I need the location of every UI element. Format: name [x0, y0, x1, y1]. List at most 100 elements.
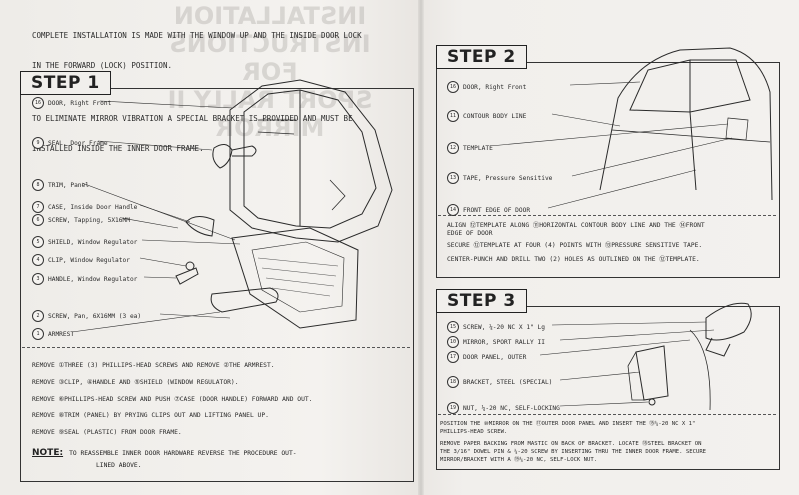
part-label: SCREW, Pan, 6X16MM (3 ea) — [48, 313, 142, 320]
step2-divider — [438, 215, 776, 216]
step2-part-11: 11 CONTOUR BODY LINE — [447, 110, 526, 122]
step1-instruction: REMOVE ⑧TRIM (PANEL) BY PRYING CLIPS OUT… — [32, 412, 269, 419]
callout-number: 13 — [447, 172, 459, 184]
step1-part-8: 8 TRIM, Panel — [32, 179, 89, 191]
step3-instruction: POSITION THE ⑩MIRROR ON THE ⑰OUTER DOOR … — [440, 421, 696, 427]
note-label: NOTE: — [32, 448, 64, 458]
step3-leader-lines — [539, 321, 715, 407]
part-label: CASE, Inside Door Handle — [48, 204, 138, 211]
step1-part-9: 9 SEAL, Door Frame — [32, 137, 108, 149]
step1-handle-illustration — [175, 216, 215, 285]
step1-part-2: 2 SCREW, Pan, 6X16MM (3 ea) — [32, 310, 141, 322]
callout-number: 19 — [447, 402, 459, 414]
step2-part-13: 13 TAPE, Pressure Sensitive — [447, 172, 552, 184]
step3-instruction: MIRROR/BRACKET WITH A ⑲¼-20 NC, SELF-LOC… — [440, 457, 598, 463]
step1-box — [20, 88, 414, 482]
step1-part-16: 16 DOOR, Right Front — [32, 97, 111, 109]
step1-leader-lines — [71, 100, 241, 333]
callout-number: 16 — [447, 81, 459, 93]
callout-number: 2 — [32, 310, 44, 322]
callout-number: 16 — [32, 97, 44, 109]
step2-part-12: 12 TEMPLATE — [447, 142, 493, 154]
callout-number: 9 — [32, 137, 44, 149]
callout-number: 4 — [32, 254, 44, 266]
step1-part-4: 4 CLIP, Window Regulator — [32, 254, 130, 266]
part-label: BRACKET, STEEL (SPECIAL) — [463, 379, 553, 386]
step1-instruction: REMOVE ⑥PHILLIPS-HEAD SCREW AND PUSH ⑦CA… — [32, 396, 313, 403]
step2-part-14: 14 FRONT EDGE OF DOOR — [447, 204, 530, 216]
part-label: DOOR, Right Front — [48, 100, 112, 107]
intro-line: TO ELIMINATE MIRROR VIBRATION A SPECIAL … — [32, 114, 353, 123]
step2-door-illustration — [599, 47, 773, 201]
step2-leader-lines — [489, 81, 733, 209]
part-label: MIRROR, SPORT RALLY II — [463, 339, 545, 346]
step3-instruction: PHILLIPS-HEAD SCREW. — [440, 429, 508, 435]
step1-instruction: REMOVE ③CLIP, ④HANDLE AND ⑤SHIELD (WINDO… — [32, 379, 239, 386]
part-label: DOOR PANEL, OUTER — [463, 354, 527, 361]
step3-title: STEP 3 — [436, 289, 527, 313]
callout-number: 17 — [447, 351, 459, 363]
part-label: SHIELD, Window Regulator — [48, 239, 138, 246]
step2-instruction: ALIGN ⑫TEMPLATE ALONG ⑪HORIZONTAL CONTOU… — [447, 222, 705, 229]
callout-number: 12 — [447, 142, 459, 154]
step3-bracket-illustration — [627, 329, 711, 411]
step1-part-7: 7 CASE, Inside Door Handle — [32, 201, 137, 213]
step2-box — [436, 62, 780, 278]
intro-text: COMPLETE INSTALLATION IS MADE WITH THE W… — [32, 11, 362, 174]
step1-part-6: 6 SCREW, Tapping, 5X16MM — [32, 214, 130, 226]
part-label: TEMPLATE — [463, 145, 493, 152]
step2-instruction: EDGE OF DOOR — [447, 230, 493, 237]
step3-part-15: 15 SCREW, ¼-20 NC X 1" Lg — [447, 321, 545, 333]
step2-part-16: 16 DOOR, Right Front — [447, 81, 526, 93]
step2-instruction: CENTER-PUNCH AND DRILL TWO (2) HOLES AS … — [447, 256, 700, 263]
part-label: SCREW, Tapping, 5X16MM — [48, 217, 130, 224]
step1-instruction: REMOVE ①THREE (3) PHILLIPS-HEAD SCREWS A… — [32, 362, 275, 369]
step2-title: STEP 2 — [436, 45, 527, 69]
step1-seal-illustration — [212, 144, 257, 169]
callout-number: 10 — [447, 336, 459, 348]
callout-number: 7 — [32, 201, 44, 213]
step1-part-3: 3 HANDLE, Window Regulator — [32, 273, 137, 285]
part-label: HANDLE, Window Regulator — [48, 276, 138, 283]
step1-trim-panel-illustration — [231, 227, 359, 329]
part-label: CONTOUR BODY LINE — [463, 113, 527, 120]
step1-armrest-illustration — [210, 287, 279, 313]
intro-line: IN THE FORWARD (LOCK) POSITION. — [32, 61, 172, 70]
step3-part-18: 18 BRACKET, STEEL (SPECIAL) — [447, 376, 552, 388]
part-label: TAPE, Pressure Sensitive — [463, 175, 553, 182]
step1-door-illustration — [229, 79, 393, 243]
step1-divider — [22, 347, 410, 348]
step1-part-5: 5 SHIELD, Window Regulator — [32, 236, 137, 248]
step1-title: STEP 1 — [20, 71, 111, 95]
step1-note-cont: LINED ABOVE. — [96, 462, 142, 469]
callout-number: 3 — [32, 273, 44, 285]
callout-number: 8 — [32, 179, 44, 191]
step3-part-19: 19 NUT, ¼-20 NC, SELF-LOCKING — [447, 402, 560, 414]
step3-instruction: REMOVE PAPER BACKING FROM MASTIC ON BACK… — [440, 441, 702, 447]
callout-number: 15 — [447, 321, 459, 333]
step3-box — [436, 306, 780, 470]
step1-part-1: 1 ARMREST — [32, 328, 74, 340]
part-label: CLIP, Window Regulator — [48, 257, 130, 264]
part-label: DOOR, Right Front — [463, 84, 527, 91]
callout-number: 5 — [32, 236, 44, 248]
part-label: TRIM, Panel — [48, 182, 89, 189]
step3-divider — [438, 414, 776, 415]
step1-instruction: REMOVE ⑨SEAL (PLASTIC) FROM DOOR FRAME. — [32, 429, 182, 436]
part-label: SEAL, Door Frame — [48, 140, 108, 147]
note-text: TO REASSEMBLE INNER DOOR HARDWARE REVERS… — [69, 450, 297, 457]
callout-number: 14 — [447, 204, 459, 216]
part-label: FRONT EDGE OF DOOR — [463, 207, 531, 214]
part-label: SCREW, ¼-20 NC X 1" Lg — [463, 324, 545, 331]
step3-part-17: 17 DOOR PANEL, OUTER — [447, 351, 526, 363]
callout-number: 1 — [32, 328, 44, 340]
step3-instruction: THE 3/16" DOWEL PIN & ¼-20 SCREW BY INSE… — [440, 449, 707, 455]
step3-part-10: 10 MIRROR, SPORT RALLY II — [447, 336, 545, 348]
callout-number: 18 — [447, 376, 459, 388]
callout-number: 11 — [447, 110, 459, 122]
callout-number: 6 — [32, 214, 44, 226]
part-label: ARMREST — [48, 331, 75, 338]
part-label: NUT, ¼-20 NC, SELF-LOCKING — [463, 405, 560, 412]
